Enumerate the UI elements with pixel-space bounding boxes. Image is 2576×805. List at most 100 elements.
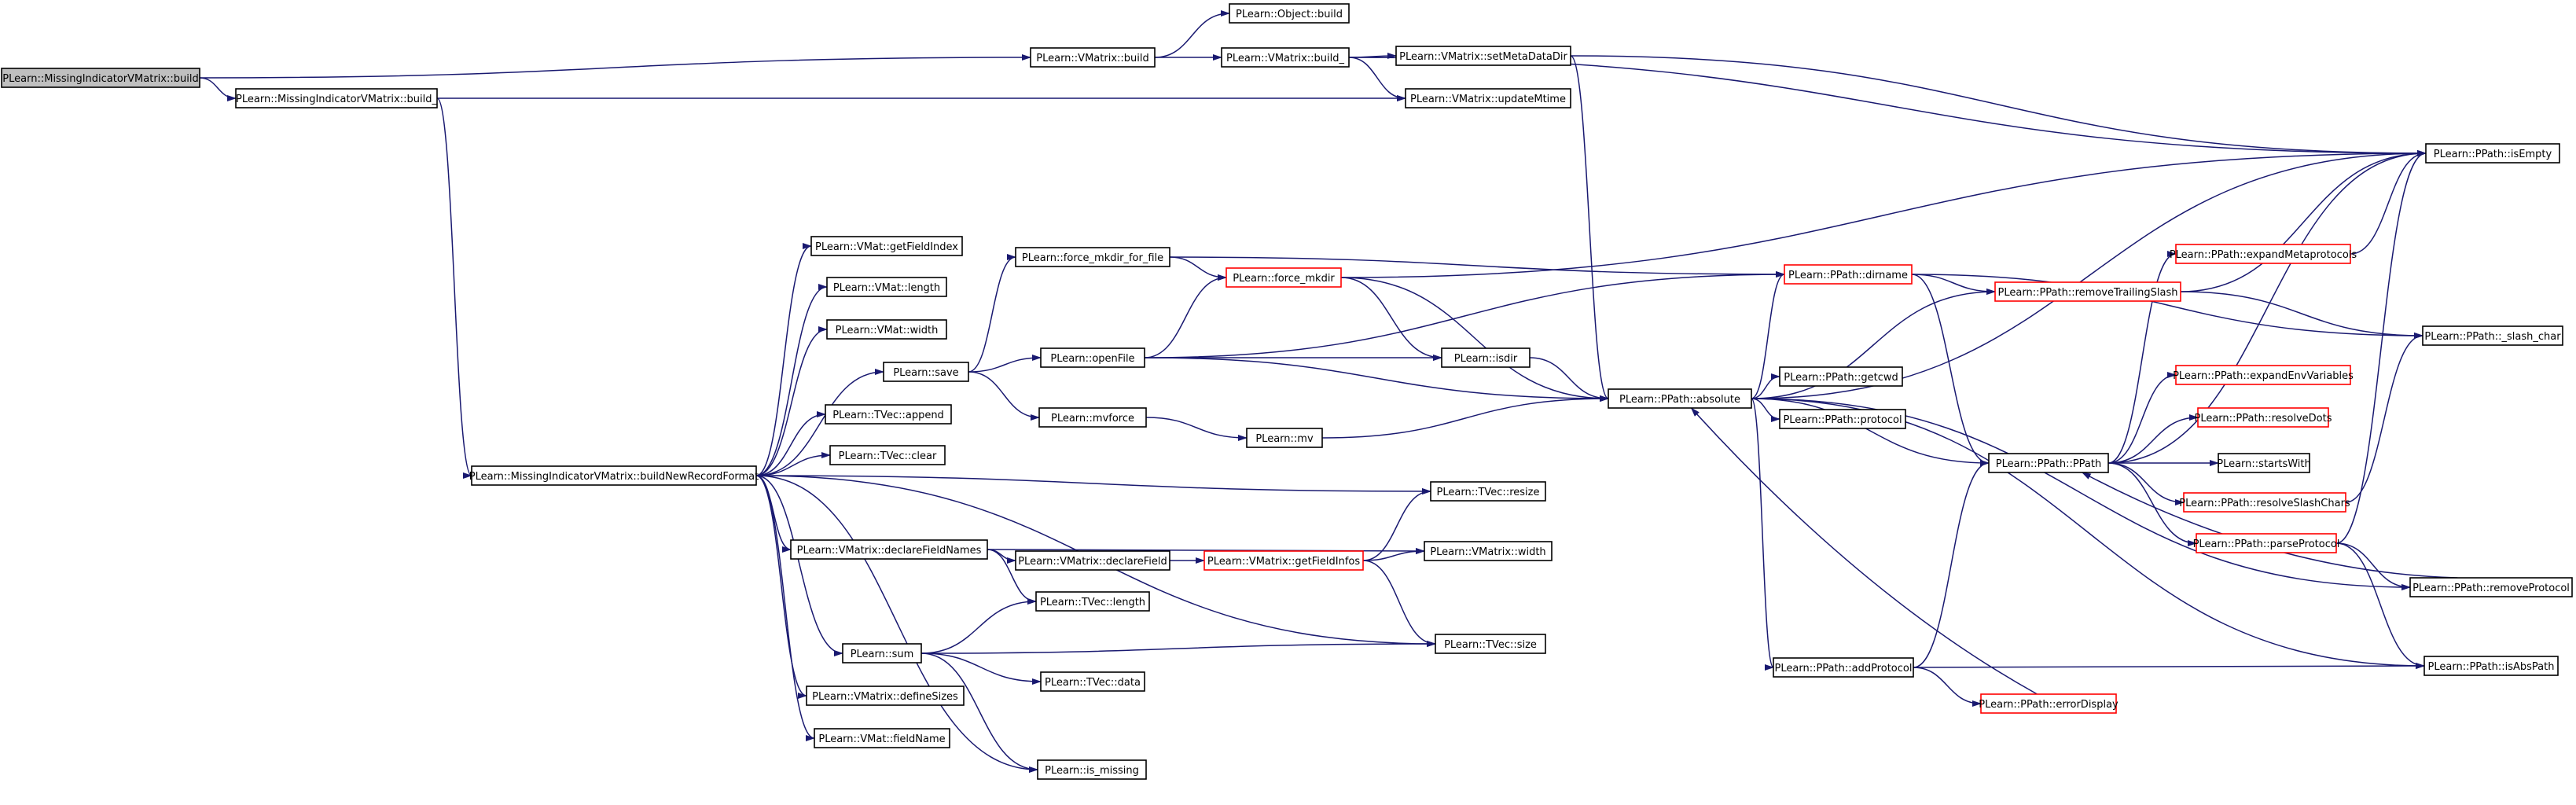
call-edge-path bbox=[1340, 150, 2427, 278]
call-edge bbox=[199, 54, 1031, 79]
call-edge-path bbox=[2345, 333, 2423, 503]
graph-node[interactable]: PLearn::startsWith bbox=[2217, 453, 2311, 473]
call-edge-path bbox=[755, 452, 831, 476]
graph-node[interactable]: PLearn::PPath::resolveSlashChars bbox=[2179, 492, 2350, 513]
call-edge-path bbox=[1145, 417, 1248, 441]
call-edge-path bbox=[1144, 271, 1785, 358]
graph-root-node[interactable]: PLearn::MissingIndicatorVMatrix::build bbox=[1, 68, 200, 88]
node-box bbox=[1221, 47, 1350, 68]
graph-node[interactable]: PLearn::PPath::PPath bbox=[1988, 453, 2109, 473]
graph-node[interactable]: PLearn::mvforce bbox=[1038, 407, 1147, 428]
call-edge-path bbox=[2180, 150, 2427, 292]
graph-node[interactable]: PLearn::PPath::protocol bbox=[1779, 409, 1906, 429]
graph-node[interactable]: PLearn::TVec::data bbox=[1040, 671, 1145, 692]
call-edge bbox=[921, 641, 1436, 654]
graph-node[interactable]: PLearn::PPath::isEmpty bbox=[2425, 143, 2560, 164]
graph-node[interactable]: PLearn::MissingIndicatorVMatrix::buildNe… bbox=[469, 465, 759, 486]
call-edge bbox=[1751, 373, 1780, 399]
node-label: PLearn::VMat::width bbox=[836, 325, 939, 336]
node-label: PLearn::VMatrix::declareFieldNames bbox=[797, 545, 982, 557]
node-label: PLearn::MissingIndicatorVMatrix::build_ bbox=[236, 94, 437, 105]
call-edge bbox=[755, 475, 843, 656]
call-edge bbox=[1144, 274, 1227, 358]
graph-node[interactable]: PLearn::isdir bbox=[1441, 347, 1531, 368]
node-label: PLearn::force_mkdir bbox=[1233, 273, 1335, 285]
graph-node[interactable]: PLearn::PPath::dirname bbox=[1784, 264, 1913, 285]
graph-node[interactable]: PLearn::PPath::getcwd bbox=[1779, 366, 1903, 387]
graph-node[interactable]: PLearn::TVec::clear bbox=[829, 445, 946, 465]
node-label: PLearn::PPath::parseProtocol bbox=[2193, 539, 2340, 550]
node-box bbox=[1773, 657, 1914, 678]
call-edge bbox=[1751, 289, 1996, 399]
call-edge-path bbox=[755, 243, 812, 476]
graph-node[interactable]: PLearn::VMatrix::build_ bbox=[1221, 47, 1350, 68]
graph-node[interactable]: PLearn::is_missing bbox=[1037, 759, 1147, 780]
graph-node[interactable]: PLearn::TVec::resize bbox=[1430, 481, 1546, 502]
graph-node[interactable]: PLearn::PPath::expandEnvVariables bbox=[2173, 365, 2354, 385]
node-box bbox=[2423, 656, 2559, 676]
graph-node[interactable]: PLearn::VMat::fieldName bbox=[814, 728, 950, 748]
node-label: PLearn::VMatrix::build_ bbox=[1226, 53, 1344, 64]
node-label: PLearn::sum bbox=[851, 649, 914, 660]
node-label: PLearn::VMatrix::defineSizes bbox=[812, 691, 958, 703]
graph-node[interactable]: PLearn::VMatrix::width bbox=[1424, 541, 1553, 561]
graph-node[interactable]: PLearn::PPath::removeProtocol bbox=[2409, 577, 2573, 597]
graph-node[interactable]: PLearn::sum bbox=[842, 643, 922, 663]
call-edge bbox=[2107, 462, 2197, 546]
graph-node[interactable]: PLearn::PPath::addProtocol bbox=[1773, 657, 1914, 678]
graph-node[interactable]: PLearn::PPath::resolveDots bbox=[2194, 407, 2332, 428]
node-label: PLearn::VMat::getFieldIndex bbox=[815, 241, 958, 253]
graph-node[interactable]: PLearn::Object::build bbox=[1229, 3, 1350, 24]
call-edge-path bbox=[755, 475, 807, 699]
graph-node[interactable]: PLearn::VMatrix::declareFieldNames bbox=[790, 539, 988, 560]
graph-node[interactable]: PLearn::PPath::errorDisplay bbox=[1979, 693, 2118, 714]
call-edge-path bbox=[1913, 460, 1990, 668]
call-edge bbox=[1911, 274, 1996, 295]
graph-node[interactable]: PLearn::PPath::parseProtocol bbox=[2193, 533, 2340, 553]
graph-node[interactable]: PLearn::force_mkdir bbox=[1226, 267, 1342, 288]
graph-node[interactable]: PLearn::VMatrix::setMetaDataDir bbox=[1395, 46, 1571, 66]
graph-node[interactable]: PLearn::PPath::absolute bbox=[1608, 388, 1752, 409]
graph-node[interactable]: PLearn::VMatrix::defineSizes bbox=[806, 686, 965, 706]
call-edge bbox=[921, 652, 1038, 773]
graph-node[interactable]: PLearn::VMatrix::getFieldInfos bbox=[1203, 550, 1364, 571]
graph-node[interactable]: PLearn::openFile bbox=[1040, 347, 1145, 368]
call-edge bbox=[436, 97, 472, 479]
call-edge-path bbox=[921, 652, 1038, 773]
graph-node[interactable]: PLearn::MissingIndicatorVMatrix::build_ bbox=[235, 88, 438, 108]
node-box bbox=[825, 404, 952, 425]
graph-node[interactable]: PLearn::PPath::expandMetaprotocols bbox=[2170, 244, 2357, 264]
node-label: PLearn::PPath::resolveDots bbox=[2194, 413, 2332, 425]
node-box bbox=[1015, 550, 1170, 571]
graph-node[interactable]: PLearn::PPath::_slash_char bbox=[2422, 325, 2563, 346]
graph-node[interactable]: PLearn::TVec::append bbox=[825, 404, 952, 425]
call-edge-path bbox=[2107, 414, 2199, 464]
graph-node[interactable]: PLearn::mv bbox=[1246, 428, 1323, 448]
call-edge-path bbox=[755, 284, 828, 476]
call-edge bbox=[755, 452, 831, 476]
call-edge-path bbox=[1340, 277, 1609, 402]
graph-node[interactable]: PLearn::PPath::isAbsPath bbox=[2423, 656, 2559, 676]
call-edge-path bbox=[755, 475, 815, 741]
graph-node[interactable]: PLearn::TVec::length bbox=[1035, 591, 1150, 612]
graph-node[interactable]: PLearn::TVec::size bbox=[1435, 634, 1546, 654]
node-box bbox=[1994, 281, 2181, 302]
graph-node[interactable]: PLearn::save bbox=[883, 362, 969, 382]
node-label: PLearn::PPath::addProtocol bbox=[1775, 663, 1913, 675]
graph-node[interactable]: PLearn::PPath::removeTrailingSlash bbox=[1994, 281, 2181, 302]
graph-node[interactable]: PLearn::VMat::length bbox=[826, 277, 947, 297]
call-edge bbox=[1751, 398, 1774, 671]
node-box bbox=[2425, 143, 2560, 164]
call-edge bbox=[1144, 357, 1609, 402]
call-edge-path bbox=[1911, 274, 1990, 466]
node-box bbox=[1395, 46, 1571, 66]
graph-node[interactable]: PLearn::VMatrix::updateMtime bbox=[1405, 88, 1571, 108]
node-box bbox=[1015, 247, 1170, 267]
graph-node[interactable]: PLearn::force_mkdir_for_file bbox=[1015, 247, 1170, 267]
graph-node[interactable]: PLearn::VMatrix::build bbox=[1030, 47, 1156, 68]
graph-node[interactable]: PLearn::VMat::getFieldIndex bbox=[810, 236, 963, 256]
graph-node[interactable]: PLearn::VMatrix::declareField bbox=[1015, 550, 1170, 571]
graph-node[interactable]: PLearn::VMat::width bbox=[826, 319, 947, 340]
call-edge bbox=[755, 243, 812, 476]
node-box bbox=[1040, 671, 1145, 692]
